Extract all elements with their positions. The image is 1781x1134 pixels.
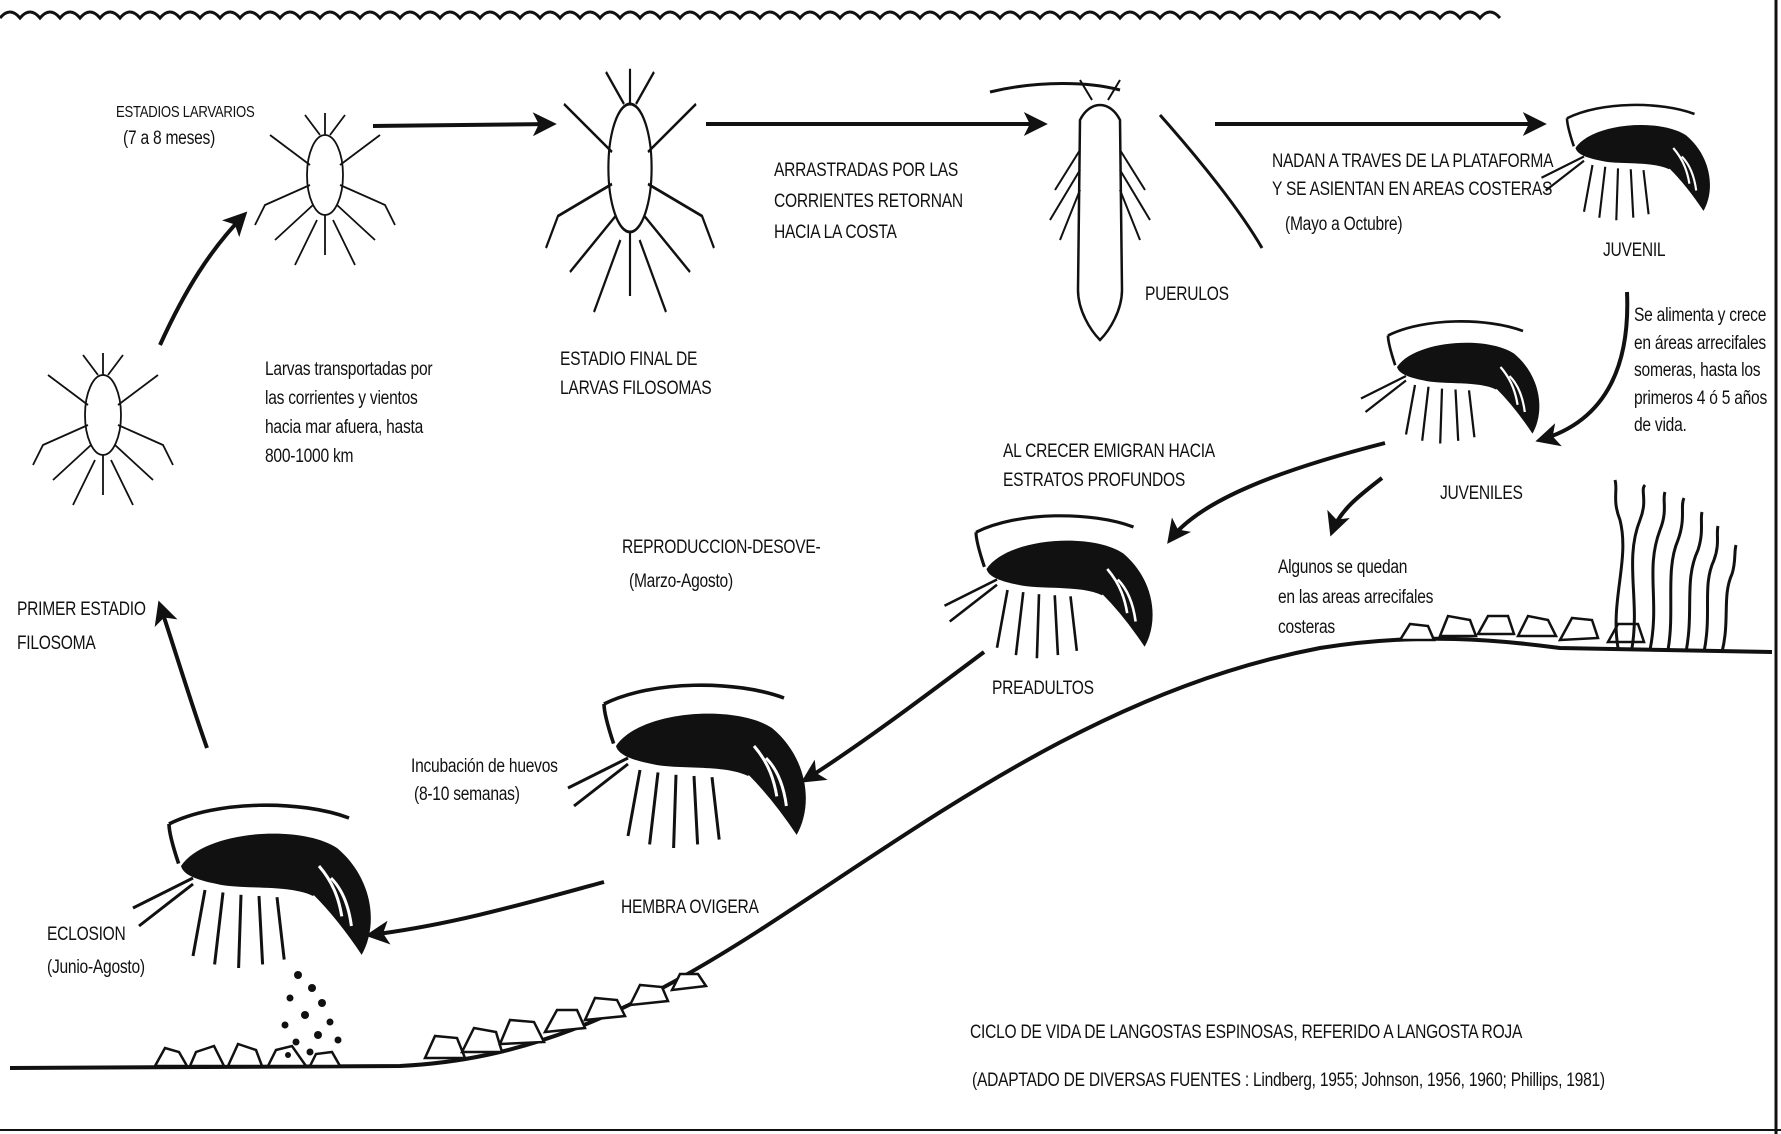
stay-line: en las areas arrecifales (1278, 583, 1433, 613)
stay-text: Algunos se quedan en las areas arrecifal… (1278, 553, 1433, 643)
larvae-transport-text: Larvas transportadas por las corrientes … (265, 355, 432, 471)
stay-line: Algunos se quedan (1278, 553, 1433, 583)
final-phyllosoma-line: ESTADIO FINAL DE (560, 345, 711, 374)
larval-stages-duration: (7 a 8 meses) (123, 124, 215, 153)
sea-surface-line (0, 12, 1500, 18)
juvenil-organism (1542, 105, 1710, 220)
caption-title: CICLO DE VIDA DE LANGOSTAS ESPINOSAS, RE… (970, 1018, 1522, 1047)
preadults-organism (945, 516, 1153, 658)
juvenile-growth-line: en áreas arrecifales (1634, 330, 1767, 358)
reproduction-period: (Marzo-Agosto) (629, 567, 733, 596)
ovigerous-label: HEMBRA OVIGERA (621, 893, 759, 922)
final-phyllosoma-larva (546, 69, 714, 312)
juvenile-growth-line: someras, hasta los (1634, 357, 1767, 385)
arrow-ovigera-to-eclosion (370, 882, 604, 935)
puerulus-antenna-top (990, 84, 1120, 93)
arrow-first-to-larval (160, 215, 244, 345)
incubation-period: (8-10 semanas) (414, 780, 520, 809)
juveniles-organism (1361, 321, 1539, 443)
juvenile-growth-line: primeros 4 ó 5 años (1634, 385, 1767, 413)
hatching-period: (Junio-Agosto) (47, 953, 145, 982)
larval-stage-larva (255, 113, 395, 265)
puerulus-organism (1050, 80, 1150, 340)
larvae-transport-line: 800-1000 km (265, 442, 432, 471)
released-eggs (282, 971, 342, 1058)
first-phyllosoma-label: PRIMER ESTADIO FILOSOMA (17, 593, 146, 661)
currents-return-line: ARRASTRADAS POR LAS (774, 155, 963, 186)
preadults-label: PREADULTOS (992, 674, 1094, 703)
seaweed (1615, 480, 1736, 652)
final-phyllosoma-label: ESTADIO FINAL DE LARVAS FILOSOMAS (560, 345, 711, 403)
hatching-label: ECLOSION (47, 920, 126, 949)
settle-period: (Mayo a Octubre) (1285, 210, 1402, 239)
settle-text: NADAN A TRAVES DE LA PLATAFORMA Y SE ASI… (1272, 148, 1553, 204)
larvae-transport-line: las corrientes y vientos (265, 384, 432, 413)
settle-line: Y SE ASIENTAN EN AREAS COSTERAS (1272, 176, 1553, 204)
juvenile-growth-text: Se alimenta y crece en áreas arrecifales… (1634, 302, 1767, 440)
final-phyllosoma-line: LARVAS FILOSOMAS (560, 374, 711, 403)
seafloor-rocks (155, 616, 1644, 1066)
currents-return-line: CORRIENTES RETORNAN (774, 186, 963, 217)
reproduction-label: REPRODUCCION-DESOVE- (622, 533, 821, 562)
larvae-transport-line: hacia mar afuera, hasta (265, 413, 432, 442)
arrow-larval-to-final (373, 124, 552, 126)
puerulus-antenna (1160, 115, 1262, 248)
incubation-label: Incubación de huevos (411, 752, 558, 781)
juvenile-label: JUVENIL (1603, 236, 1665, 265)
first-phyllosoma-line: PRIMER ESTADIO (17, 593, 146, 627)
first-phyllosoma-line: FILOSOMA (17, 627, 146, 661)
currents-return-line: HACIA LA COSTA (774, 217, 963, 248)
arrow-juvenil-to-juveniles (1540, 292, 1627, 440)
arrow-juveniles-stay (1332, 478, 1382, 532)
ovigera-organism (568, 685, 806, 848)
settle-line: NADAN A TRAVES DE LA PLATAFORMA (1272, 148, 1553, 176)
juveniles-label: JUVENILES (1440, 479, 1523, 508)
migrate-line: AL CRECER EMIGRAN HACIA (1003, 437, 1215, 466)
stay-line: costeras (1278, 613, 1433, 643)
larvae-transport-line: Larvas transportadas por (265, 355, 432, 384)
eclosion-organism (133, 805, 371, 968)
first-phyllosoma-larva (33, 353, 173, 505)
juvenile-growth-line: de vida. (1634, 412, 1767, 440)
currents-return-text: ARRASTRADAS POR LAS CORRIENTES RETORNAN … (774, 155, 963, 248)
arrow-preadults-to-ovigera (805, 652, 984, 780)
juvenile-growth-line: Se alimenta y crece (1634, 302, 1767, 330)
migrate-line: ESTRATOS PROFUNDOS (1003, 466, 1215, 495)
larval-stages-title: ESTADIOS LARVARIOS (116, 98, 254, 127)
migrate-text: AL CRECER EMIGRAN HACIA ESTRATOS PROFUND… (1003, 437, 1215, 495)
arrow-eclosion-to-first (160, 605, 207, 748)
caption-source: (ADAPTADO DE DIVERSAS FUENTES : Lindberg… (972, 1066, 1605, 1095)
puerulus-label: PUERULOS (1145, 280, 1229, 309)
